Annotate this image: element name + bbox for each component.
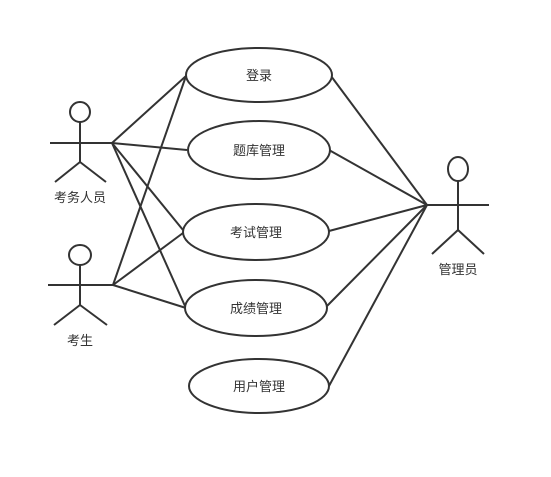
actor-right-leg xyxy=(79,161,107,183)
actor-head xyxy=(68,244,92,266)
use-case-label: 考试管理 xyxy=(230,226,282,241)
association-admin-grades xyxy=(326,204,428,307)
actor-head xyxy=(69,101,91,123)
actor-exam-staff[interactable]: 考务人员 xyxy=(50,101,112,206)
use-case-exam[interactable]: 考试管理 xyxy=(182,203,330,261)
association-admin-exam xyxy=(328,204,428,232)
use-case-login[interactable]: 登录 xyxy=(185,47,333,103)
use-case-question-bank[interactable]: 题库管理 xyxy=(187,120,331,180)
actor-right-leg xyxy=(79,304,108,326)
actor-left-leg xyxy=(54,161,81,183)
association-staff-grades xyxy=(111,142,186,307)
association-admin-users xyxy=(328,204,428,387)
association-admin-login xyxy=(330,75,428,206)
actor-examinee[interactable]: 考生 xyxy=(48,244,113,349)
use-case-label: 题库管理 xyxy=(233,143,285,159)
actor-admin[interactable]: 管理员 xyxy=(427,156,489,278)
actor-right-leg xyxy=(457,229,485,255)
association-examinee-login xyxy=(112,75,187,286)
use-case-ellipse xyxy=(188,358,330,414)
association-admin-question-bank xyxy=(328,149,428,206)
use-case-ellipse xyxy=(185,47,333,103)
association-staff-login xyxy=(111,75,187,144)
use-case-label: 成绩管理 xyxy=(230,302,282,317)
use-case-label: 用户管理 xyxy=(233,379,285,395)
association-examinee-grades xyxy=(112,284,187,309)
actor-head xyxy=(447,156,469,182)
actor-label: 管理员 xyxy=(438,263,477,278)
use-case-ellipse xyxy=(184,279,328,337)
actor-label: 考生 xyxy=(67,334,93,349)
actor-left-leg xyxy=(431,229,459,255)
use-case-grades[interactable]: 成绩管理 xyxy=(184,279,328,337)
actor-left-leg xyxy=(53,304,81,326)
association-lines xyxy=(111,75,428,387)
use-case-ellipse xyxy=(187,120,331,180)
association-staff-question-bank xyxy=(111,142,188,151)
use-case-label: 登录 xyxy=(246,69,272,84)
association-examinee-exam xyxy=(112,232,184,286)
actor-label: 考务人员 xyxy=(54,190,106,206)
use-case-users[interactable]: 用户管理 xyxy=(188,358,330,414)
use-case-ellipse xyxy=(182,203,330,261)
